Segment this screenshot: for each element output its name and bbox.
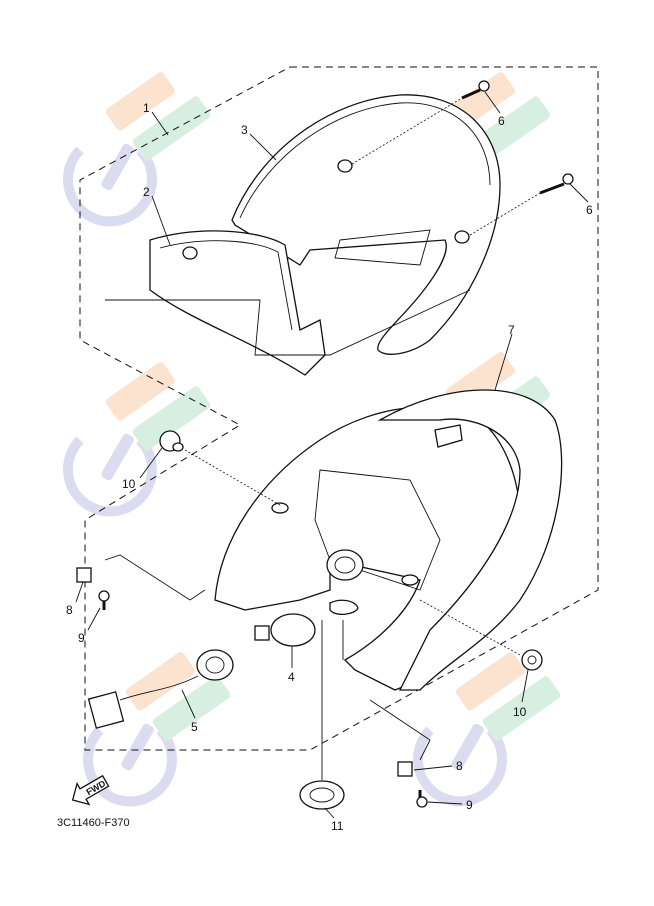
part-rear-cover	[231, 94, 501, 355]
part-screw-9b	[416, 790, 428, 808]
callout-8b: 8	[456, 759, 463, 773]
callout-4: 4	[288, 670, 295, 684]
outline-line	[105, 289, 471, 356]
part-nut-8a	[76, 567, 92, 583]
callout-6b: 6	[586, 203, 593, 217]
callout-10b: 10	[513, 705, 527, 719]
part-bulb	[254, 613, 316, 647]
screw-6b	[539, 173, 574, 195]
callout-11: 11	[331, 819, 344, 833]
part-socket-wire	[87, 649, 234, 729]
callout-5: 5	[191, 720, 198, 734]
part-inner-panel	[149, 230, 326, 376]
callout-7: 7	[508, 323, 515, 337]
part-grommet-11	[299, 780, 345, 810]
callout-8a: 8	[66, 603, 73, 617]
part-nut-8b	[397, 761, 413, 777]
callout-10a: 10	[122, 477, 136, 491]
part-grommet-10a	[159, 430, 184, 452]
part-gasket	[329, 599, 359, 615]
callout-2: 2	[143, 185, 150, 199]
callout-9b: 9	[466, 798, 473, 812]
callout-9a: 9	[78, 631, 85, 645]
callout-6a: 6	[498, 114, 505, 128]
assembly-outline	[79, 66, 599, 751]
callout-1: 1	[143, 101, 150, 115]
part-grommet-10b	[521, 649, 543, 671]
diagram-code: 3C11460-F370	[57, 817, 130, 829]
leader-lines	[75, 91, 589, 819]
screw-6a	[461, 80, 490, 100]
part-taillight-housing	[214, 389, 563, 691]
callout-3: 3	[241, 123, 248, 137]
part-screw-9a	[98, 590, 110, 610]
